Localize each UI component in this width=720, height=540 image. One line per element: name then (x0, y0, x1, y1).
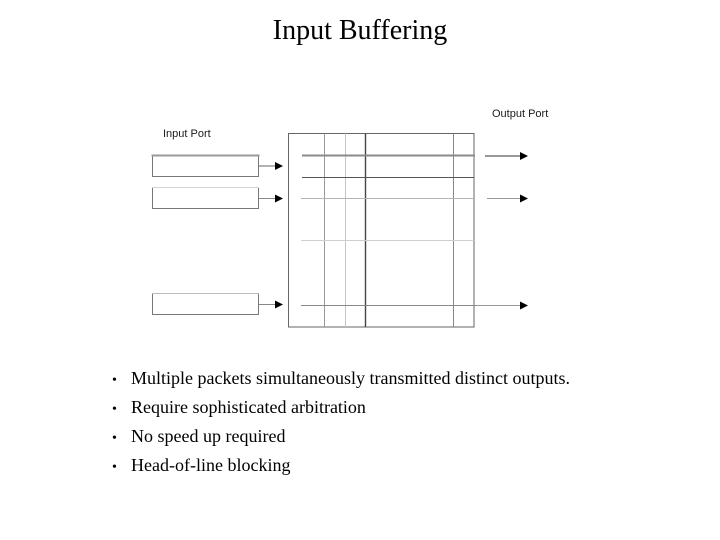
slide-title: Input Buffering (272, 15, 448, 46)
bullet-dot: • (112, 373, 117, 388)
bullet-dot: • (112, 431, 117, 446)
bullet-text: Head-of-line blocking (131, 455, 291, 475)
input-arrow-3 (259, 300, 283, 309)
input-arrow-2 (259, 194, 283, 203)
input-queue-3 (152, 293, 259, 315)
bullet-item: • Require sophisticated arbitration (112, 394, 692, 423)
output-arrow-1 (485, 152, 528, 160)
output-arrow-3 (476, 301, 528, 310)
crossbar-border (288, 133, 475, 328)
bullet-text: No speed up required (131, 426, 286, 446)
output-arrow-2 (487, 194, 528, 203)
bullet-item: • Multiple packets simultaneously transm… (112, 365, 692, 394)
bullet-text: Require sophisticated arbitration (131, 397, 366, 417)
bullet-text: Multiple packets simultaneously transmit… (131, 368, 570, 388)
input-queue-1 (151, 154, 260, 177)
input-arrow-1 (259, 162, 283, 170)
bullet-item: • Head-of-line blocking (112, 452, 692, 481)
output-port-label: Output Port (492, 108, 548, 120)
input-port-label: Input Port (163, 128, 211, 140)
crossbar-grid (288, 133, 476, 328)
bullet-item: • No speed up required (112, 423, 692, 452)
bullet-dot: • (112, 402, 117, 417)
bullet-dot: • (112, 460, 117, 475)
input-queue-2 (152, 187, 259, 209)
bullet-list: • Multiple packets simultaneously transm… (112, 365, 692, 481)
